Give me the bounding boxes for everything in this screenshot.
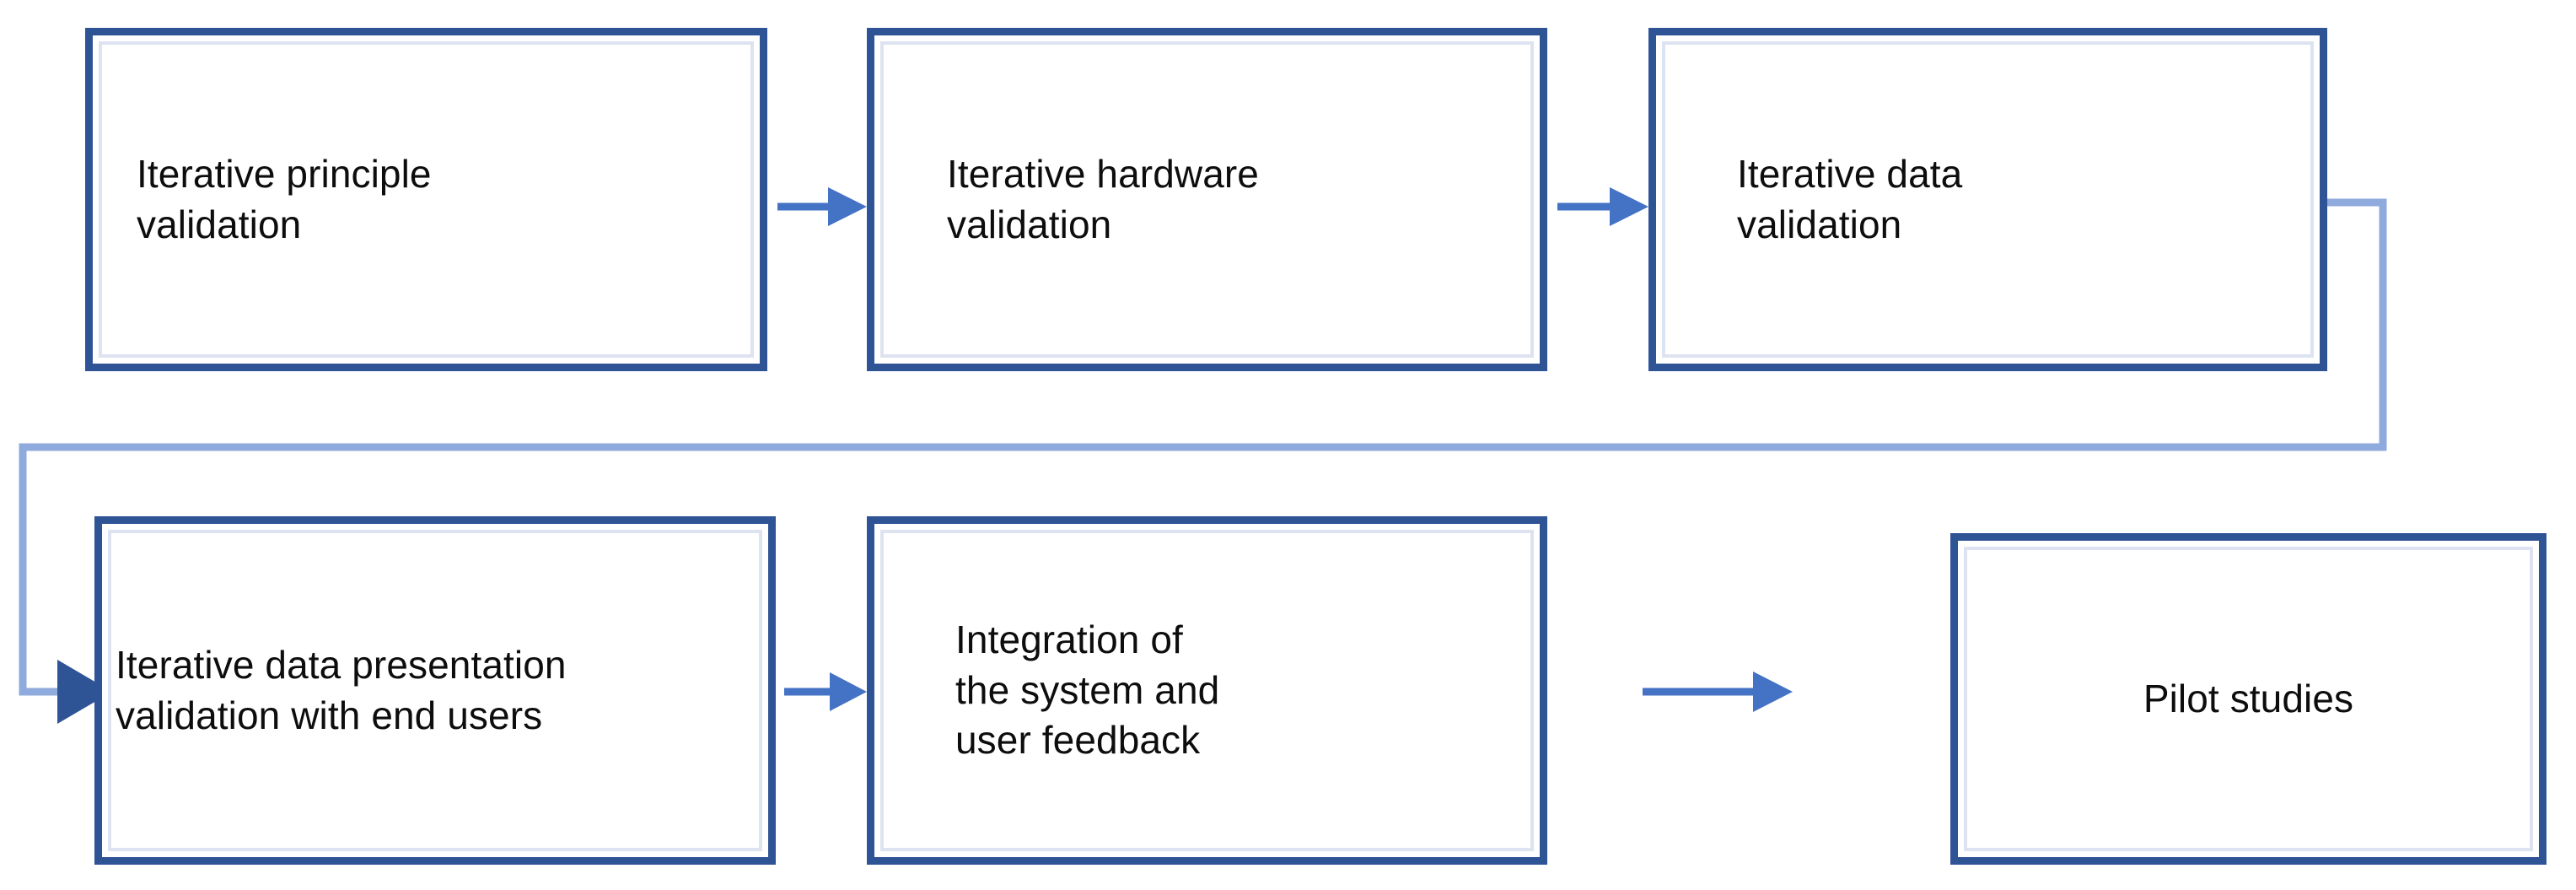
arrow-head-icon [1610, 187, 1648, 226]
process-node-label: Iterative hardware validation [947, 151, 1259, 246]
process-node-integration-of-system-and-user-feedback[interactable]: Integration of the system and user feedb… [867, 516, 1547, 865]
process-node-label: Iterative data validation [1737, 151, 1963, 246]
process-node-iterative-data-validation[interactable]: Iterative data validation [1648, 28, 2327, 371]
process-node-iterative-principle-validation[interactable]: Iterative principle validation [85, 28, 767, 371]
process-node-iterative-hardware-validation[interactable]: Iterative hardware validation [867, 28, 1547, 371]
arrow-head-icon [1753, 672, 1793, 712]
process-node-iterative-data-presentation-validation[interactable]: Iterative data presentation validation w… [94, 516, 776, 865]
arrow-principle-to-hardware [772, 177, 867, 236]
arrow-integration-to-pilot-studies [1552, 662, 1950, 721]
process-node-label: Iterative data presentation validation w… [116, 642, 567, 737]
arrow-head-icon [830, 672, 867, 711]
arrow-head-icon [828, 187, 867, 226]
process-node-pilot-studies[interactable]: Pilot studies [1950, 533, 2546, 865]
arrow-presentation-to-integration [781, 662, 867, 721]
arrow-hardware-to-data [1552, 177, 1648, 236]
process-node-label: Integration of the system and user feedb… [955, 617, 1220, 763]
process-node-label: Iterative principle validation [137, 151, 432, 246]
process-node-label: Pilot studies [2143, 676, 2354, 720]
